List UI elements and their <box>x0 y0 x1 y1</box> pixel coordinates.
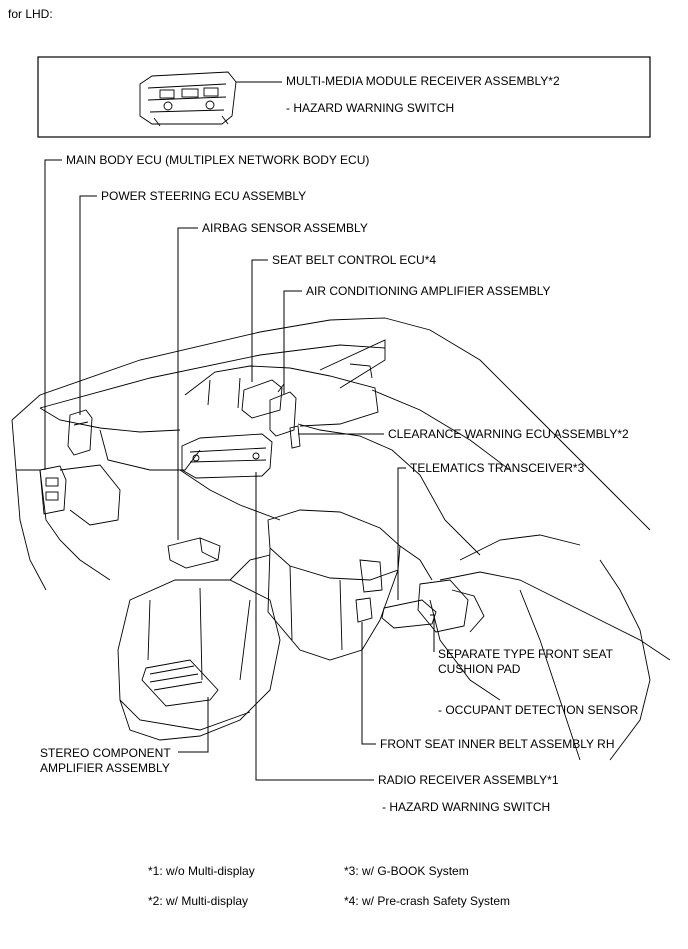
seat-outline <box>117 534 671 761</box>
seat-cushion-pad-label: SEPARATE TYPE FRONT SEAT CUSHION PAD <box>438 647 613 676</box>
footnote-4: *4: w/ Pre-crash Safety System <box>344 894 511 908</box>
bottom-hazard-switch-label: - HAZARD WARNING SWITCH <box>382 800 551 814</box>
center-console-outline <box>267 509 433 661</box>
dashboard-outline <box>11 317 651 591</box>
leader-radio-receiver <box>255 472 374 781</box>
leader-power-steering-ecu <box>79 195 97 415</box>
power-steering-ecu-label: POWER STEERING ECU ASSEMBLY <box>101 189 307 203</box>
top-hazard-switch-label: - HAZARD WARNING SWITCH <box>286 101 455 115</box>
airbag-sensor-label: AIRBAG SENSOR ASSEMBLY <box>202 221 368 235</box>
airbag-sensor-illustration <box>167 537 221 569</box>
leader-main-body-ecu <box>44 159 62 470</box>
footnote-3: *3: w/ G-BOOK System <box>344 864 469 878</box>
leader-stereo-amplifier <box>178 697 209 753</box>
leader-seat-belt-ecu <box>251 259 268 382</box>
radio-receiver-illustration <box>181 433 273 479</box>
footnote-1: *1: w/o Multi-display <box>148 864 255 878</box>
telematics-transceiver-label: TELEMATICS TRANSCEIVER*3 <box>410 461 585 475</box>
clearance-warning-ecu-illustration <box>289 425 301 449</box>
stereo-amplifier-label: STEREO COMPONENT AMPLIFIER ASSEMBLY <box>40 746 171 775</box>
seat-cushion-pad-illustration <box>417 579 485 633</box>
ac-amplifier-label: AIR CONDITIONING AMPLIFIER ASSEMBLY <box>306 284 551 298</box>
occupant-detection-sensor-label: - OCCUPANT DETECTION SENSOR <box>438 703 639 717</box>
leader-telematics <box>397 467 406 600</box>
telematics-transceiver-illustration <box>381 599 437 629</box>
radio-receiver-label: RADIO RECEIVER ASSEMBLY*1 <box>378 773 559 787</box>
power-steering-ecu-illustration <box>67 409 93 456</box>
main-body-ecu-label: MAIN BODY ECU (MULTIPLEX NETWORK BODY EC… <box>66 153 370 167</box>
seat-belt-ecu-label: SEAT BELT CONTROL ECU*4 <box>272 253 437 267</box>
footnote-2: *2: w/ Multi-display <box>148 894 249 908</box>
ac-amplifier-illustration <box>269 383 297 437</box>
seat-belt-ecu-illustration <box>241 379 283 419</box>
leader-front-seat-belt <box>361 622 376 745</box>
top-callout-box <box>37 56 651 138</box>
leader-ac-amplifier <box>283 290 302 394</box>
front-seat-belt-illustration <box>355 597 373 623</box>
stereo-amplifier-illustration <box>141 659 219 707</box>
main-body-ecu-illustration <box>39 465 67 515</box>
page-heading: for LHD: <box>8 7 53 21</box>
multi-media-receiver-illustration <box>139 71 237 127</box>
clearance-warning-ecu-label: CLEARANCE WARNING ECU ASSEMBLY*2 <box>388 427 629 441</box>
leader-airbag-sensor <box>177 227 198 540</box>
front-seat-inner-belt-label: FRONT SEAT INNER BELT ASSEMBLY RH <box>380 737 615 751</box>
multi-media-receiver-label: MULTI-MEDIA MODULE RECEIVER ASSEMBLY*2 <box>286 74 560 88</box>
